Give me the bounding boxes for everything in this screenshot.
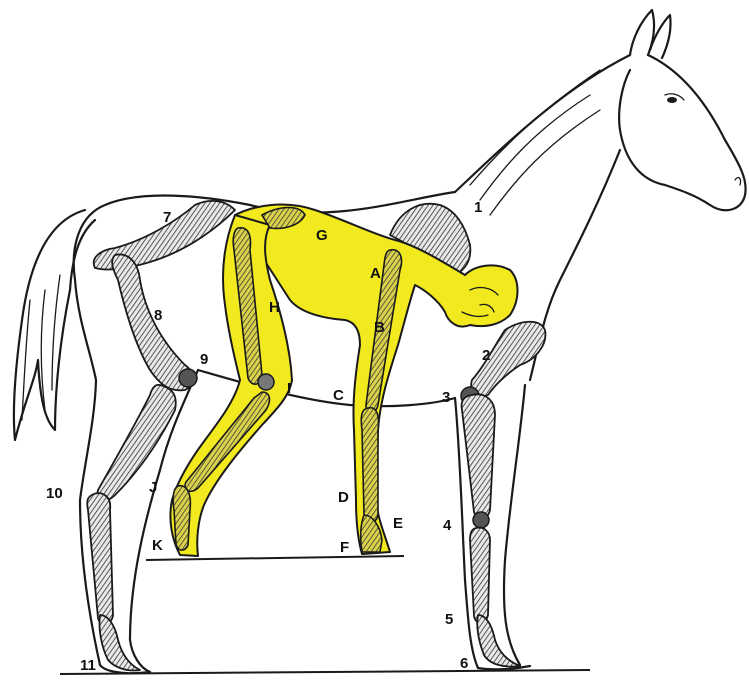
label-G: G <box>316 227 328 244</box>
label-E: E <box>393 515 403 532</box>
label-K: K <box>152 537 163 554</box>
label-4: 4 <box>443 517 452 534</box>
human-ground-line <box>146 556 404 560</box>
label-A: A <box>370 265 381 282</box>
label-2: 2 <box>482 347 490 364</box>
label-H: H <box>269 299 280 316</box>
label-9: 9 <box>200 351 208 368</box>
label-8: 8 <box>154 307 162 324</box>
label-I: I <box>287 380 291 397</box>
label-6: 6 <box>460 655 468 672</box>
label-F: F <box>340 539 349 556</box>
label-10: 10 <box>46 485 63 502</box>
label-7: 7 <box>163 209 171 226</box>
label-5: 5 <box>445 611 453 628</box>
label-J: J <box>149 479 157 496</box>
label-D: D <box>338 489 349 506</box>
label-B: B <box>374 319 385 336</box>
label-11: 11 <box>80 657 96 674</box>
label-3: 3 <box>442 389 450 406</box>
label-C: C <box>333 387 344 404</box>
label-1: 1 <box>474 199 482 216</box>
